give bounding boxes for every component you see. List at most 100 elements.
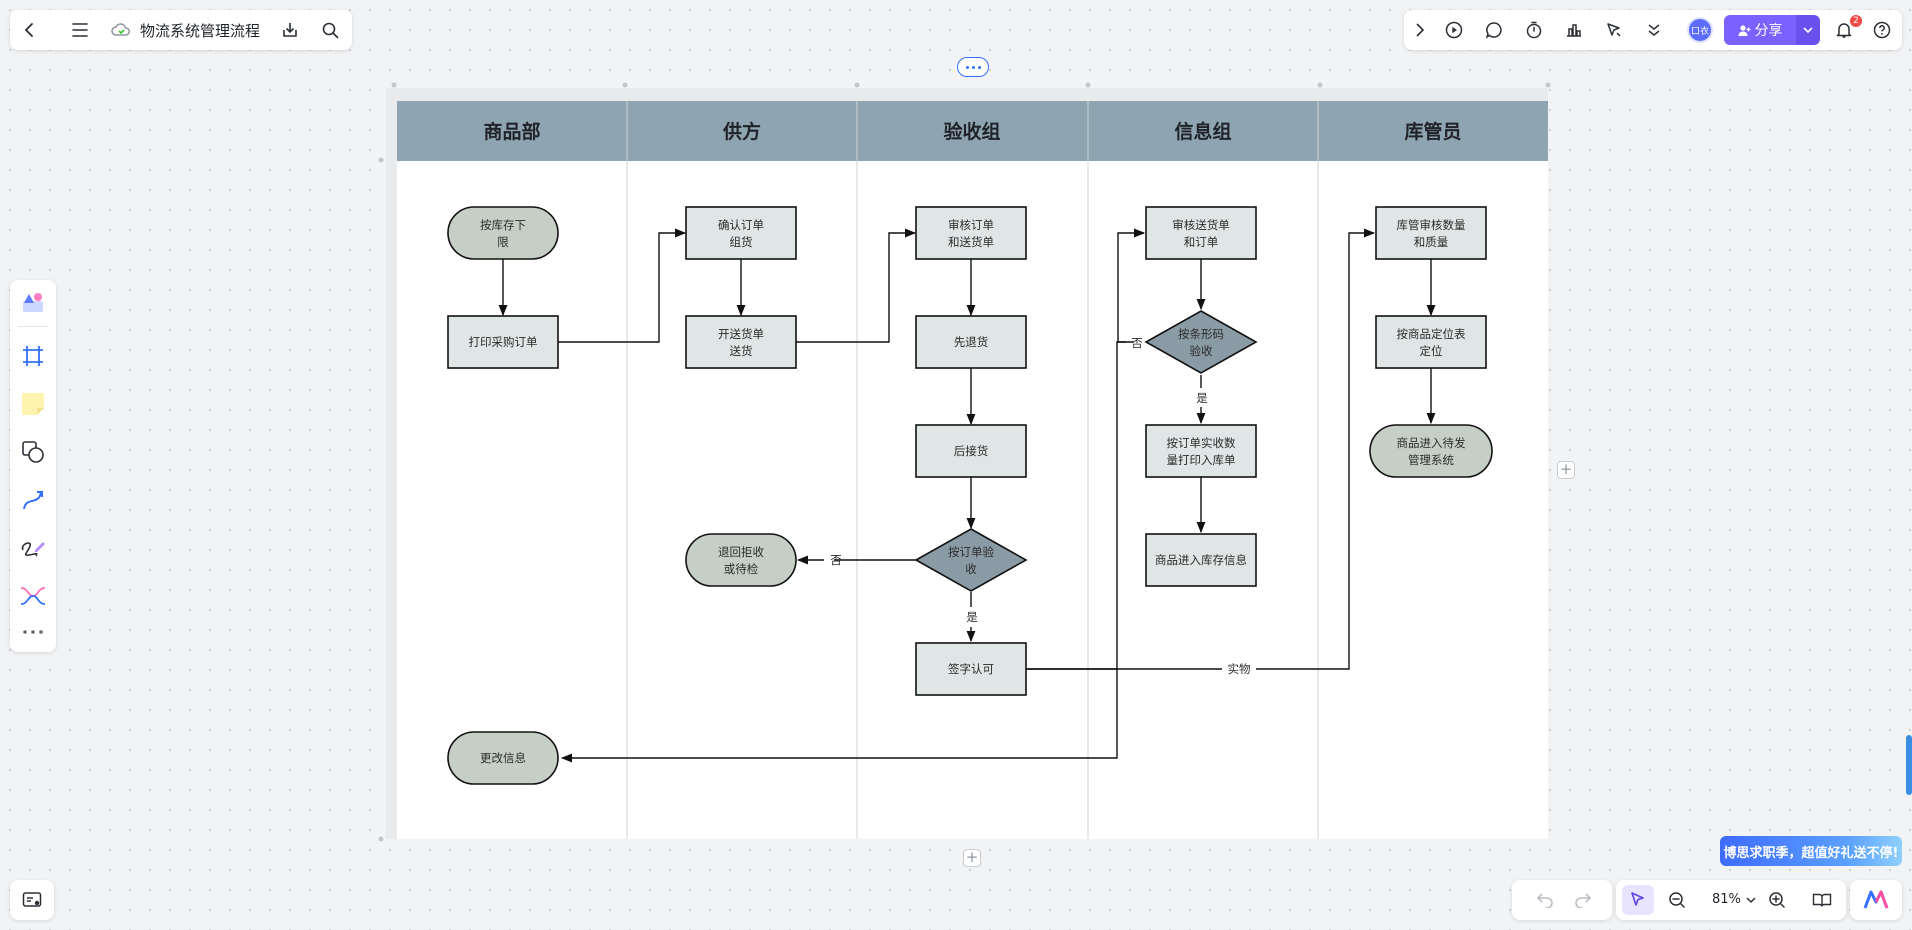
sticky-note-tool[interactable] [19, 390, 47, 418]
shape-tool[interactable] [19, 438, 47, 466]
shape-icon [22, 441, 44, 463]
menu-button[interactable] [68, 18, 92, 42]
edge-label-yes-barcode[interactable]: 是 [1196, 391, 1208, 405]
vote-button[interactable] [1562, 18, 1586, 42]
share-button[interactable]: 分享 [1724, 15, 1796, 45]
document-title[interactable]: 物流系统管理流程 [140, 22, 261, 40]
add-row-button[interactable]: + [963, 849, 981, 867]
comment-icon [1485, 22, 1502, 39]
brand-panel[interactable] [1850, 880, 1902, 920]
lane-title-supplier[interactable]: 供方 [722, 120, 761, 143]
pen-icon [21, 542, 45, 557]
undo-button[interactable] [1534, 890, 1556, 910]
zoom-dropdown-button[interactable] [1744, 893, 1758, 907]
map-button[interactable] [20, 890, 44, 910]
add-column-button[interactable]: + [1557, 461, 1575, 479]
mindmap-tool[interactable] [19, 582, 47, 610]
node-review-delivery[interactable]: 审核送货单和订单 [1145, 206, 1257, 260]
svg-text:按商品定位表定位: 按商品定位表定位 [1397, 327, 1466, 358]
node-barcode-decision[interactable]: 按条形码验收 [1144, 310, 1258, 374]
selection-handles[interactable] [378, 82, 1551, 842]
podium-icon [1567, 24, 1581, 37]
node-check-quality[interactable]: 库管审核数量和质量 [1375, 206, 1487, 260]
history-controls [1512, 880, 1612, 920]
node-review-order[interactable]: 审核订单和送货单 [915, 206, 1027, 260]
template-icon [23, 293, 43, 312]
node-stock-info[interactable]: 商品进入库存信息 [1145, 533, 1257, 587]
select-mode-button[interactable] [1622, 885, 1654, 915]
lane-title-inspection[interactable]: 验收组 [943, 120, 1000, 143]
node-receive-after[interactable]: 后接货 [915, 424, 1027, 478]
chevron-left-icon [24, 23, 33, 37]
download-button[interactable] [278, 18, 302, 42]
double-chevron-down-icon [1648, 24, 1660, 36]
bell-icon [1836, 23, 1852, 38]
node-print-po[interactable]: 打印采购订单 [447, 315, 559, 369]
cursor-icon [1631, 892, 1644, 906]
zoom-out-icon [1669, 892, 1685, 908]
timer-button[interactable] [1522, 18, 1546, 42]
download-icon [283, 23, 297, 37]
connector-icon [23, 491, 43, 510]
node-return-first[interactable]: 先退货 [915, 315, 1027, 369]
zoom-out-button[interactable] [1666, 889, 1688, 911]
share-dropdown-button[interactable] [1796, 15, 1820, 45]
help-button[interactable] [1870, 18, 1894, 42]
node-pending-dispatch[interactable]: 商品进入待发管理系统 [1369, 424, 1493, 478]
map-settings-icon [22, 892, 42, 907]
expand-more-button[interactable] [1642, 18, 1666, 42]
zoom-toolbar: 81% [1616, 880, 1846, 920]
lane-title-warehouse[interactable]: 库管员 [1404, 120, 1461, 143]
lane-title-info[interactable]: 信息组 [1174, 120, 1231, 143]
ai-assistant-button[interactable] [1862, 889, 1890, 911]
connectors[interactable] [498, 228, 1436, 763]
chevron-down-icon [1803, 27, 1813, 34]
svg-text:按库存下限: 按库存下限 [480, 218, 526, 249]
notifications-button[interactable] [1832, 18, 1856, 42]
node-return-reject[interactable]: 退回拒收或待检 [685, 533, 797, 587]
frame-tool[interactable] [19, 342, 47, 370]
template-tool[interactable] [19, 288, 47, 316]
present-button[interactable] [1442, 18, 1466, 42]
back-button[interactable] [18, 18, 42, 42]
frame-icon [23, 346, 43, 366]
node-delivery-note[interactable]: 开送货单送货 [685, 315, 797, 369]
play-icon [1445, 21, 1463, 39]
node-sign-approve[interactable]: 签字认可 [915, 642, 1027, 696]
reading-mode-button[interactable] [1810, 889, 1834, 911]
node-update-info[interactable]: 更改信息 [447, 731, 559, 785]
minimap-toggle[interactable] [10, 880, 54, 920]
node-print-stock-in[interactable]: 按订单实收数量打印入库单 [1145, 424, 1257, 478]
edge-label-no-return[interactable]: 否 [830, 553, 842, 567]
cloud-sync-status[interactable] [110, 20, 132, 40]
comment-button[interactable] [1482, 18, 1506, 42]
more-options-pill[interactable] [957, 57, 989, 77]
promo-banner[interactable]: 博思求职季，超值好礼送不停! [1720, 836, 1902, 866]
lane-title-product[interactable]: 商品部 [483, 120, 540, 143]
zoom-in-icon [1769, 892, 1785, 908]
connector-tool[interactable] [19, 486, 47, 514]
zoom-level[interactable]: 81% [1712, 892, 1741, 907]
redo-icon [1575, 893, 1592, 908]
node-stock-limit[interactable]: 按库存下限 [447, 206, 559, 260]
node-inspect-decision[interactable]: 按订单验收 [914, 528, 1028, 592]
mindmap-icon [20, 587, 46, 605]
user-avatar[interactable]: 口衣 [1687, 17, 1713, 43]
svg-text:先退货: 先退货 [954, 335, 989, 349]
edge-label-physical[interactable]: 实物 [1228, 662, 1251, 676]
timer-icon [1526, 21, 1542, 39]
zoom-in-button[interactable] [1766, 889, 1788, 911]
search-button[interactable] [318, 18, 342, 42]
redo-button[interactable] [1572, 890, 1594, 910]
more-tools-button[interactable] [19, 620, 47, 644]
node-confirm-order[interactable]: 确认订单组货 [685, 206, 797, 260]
pen-tool[interactable] [19, 534, 47, 562]
node-locate-goods[interactable]: 按商品定位表定位 [1375, 315, 1487, 369]
cursor-follow-button[interactable] [1602, 18, 1626, 42]
edge-label-no-barcode[interactable]: 否 [1131, 336, 1143, 350]
edge-label-yes-sign[interactable]: 是 [966, 610, 978, 624]
vertical-scrollbar[interactable] [1906, 735, 1912, 795]
svg-text:退回拒收或待检: 退回拒收或待检 [718, 545, 764, 576]
collapse-toolbar-button[interactable] [1410, 20, 1430, 40]
